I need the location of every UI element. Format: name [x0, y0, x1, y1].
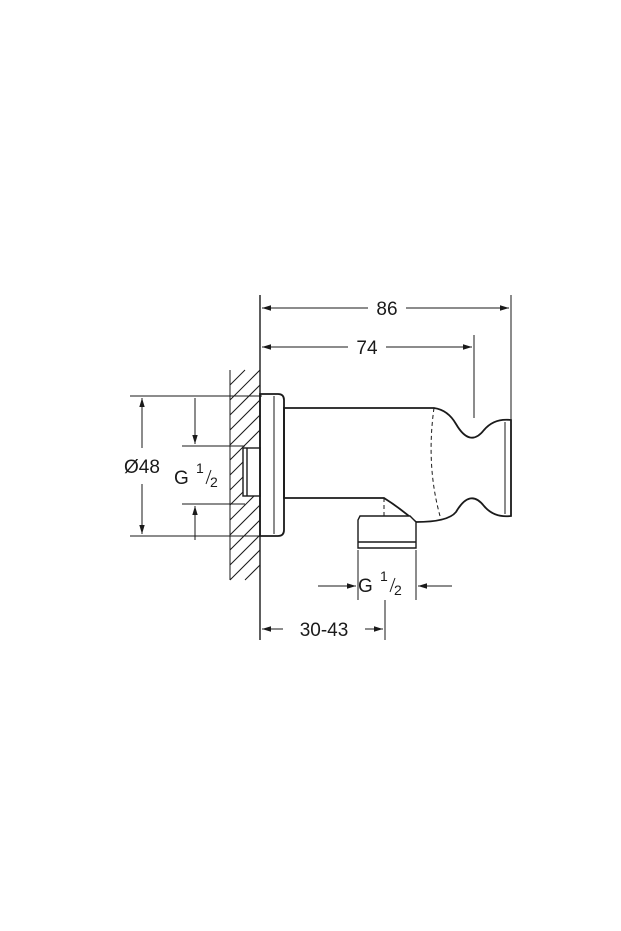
dim-74-label: 74	[356, 338, 378, 359]
dimension-overall-depth: 86	[262, 295, 512, 420]
hidden-cradle-line	[430, 407, 441, 517]
dimension-diameter: Ø48	[124, 395, 262, 537]
holder-body	[283, 407, 512, 523]
outlet-thread-num: 1	[380, 568, 388, 584]
dim-86-label: 86	[376, 299, 397, 320]
dimension-body-depth: 74	[262, 335, 475, 418]
dimension-outlet-thread: G 1 2	[318, 550, 452, 600]
wall-flange	[259, 393, 285, 537]
outlet-thread-g: G	[358, 576, 373, 597]
dimension-wall-distance: 30-43	[262, 600, 386, 641]
outlet-thread-den: 2	[394, 582, 402, 598]
inlet-thread-den: 2	[210, 474, 218, 490]
inlet-thread-num: 1	[196, 460, 204, 476]
dim-diameter-label: Ø48	[124, 457, 160, 478]
dimension-inlet-thread: G 1 2	[174, 398, 245, 540]
inlet-thread-g: G	[174, 468, 189, 489]
dim-wall-distance-label: 30-43	[300, 620, 349, 641]
outlet-connector	[357, 515, 417, 549]
wall-hatching	[229, 369, 261, 581]
inlet-thread-stub	[242, 447, 261, 497]
